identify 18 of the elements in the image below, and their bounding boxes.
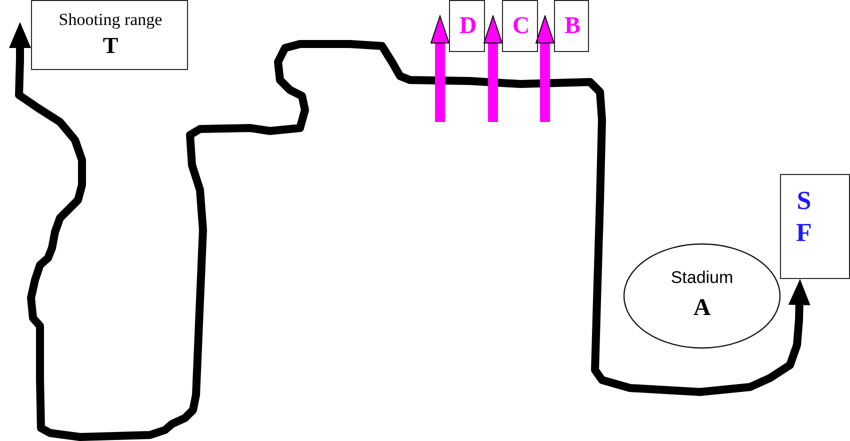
place-letter: A bbox=[692, 296, 712, 320]
arrow bbox=[484, 16, 502, 122]
point-letter: C bbox=[511, 14, 531, 38]
letter-box bbox=[502, 0, 538, 52]
route-line bbox=[9, 22, 810, 441]
letter-box bbox=[780, 174, 850, 279]
place-label: Shooting range bbox=[58, 11, 164, 28]
venue-ellipse bbox=[623, 243, 781, 349]
arrow bbox=[536, 16, 554, 122]
arrow bbox=[430, 16, 450, 122]
point-letter: S F bbox=[795, 185, 813, 249]
point-letter: B bbox=[563, 14, 582, 38]
point-letter: D bbox=[458, 14, 478, 38]
letter-box bbox=[554, 0, 589, 52]
location-box bbox=[31, 0, 188, 70]
place-letter: T bbox=[102, 34, 120, 57]
letter-box bbox=[449, 0, 485, 52]
place-label: Stadium bbox=[670, 269, 734, 286]
